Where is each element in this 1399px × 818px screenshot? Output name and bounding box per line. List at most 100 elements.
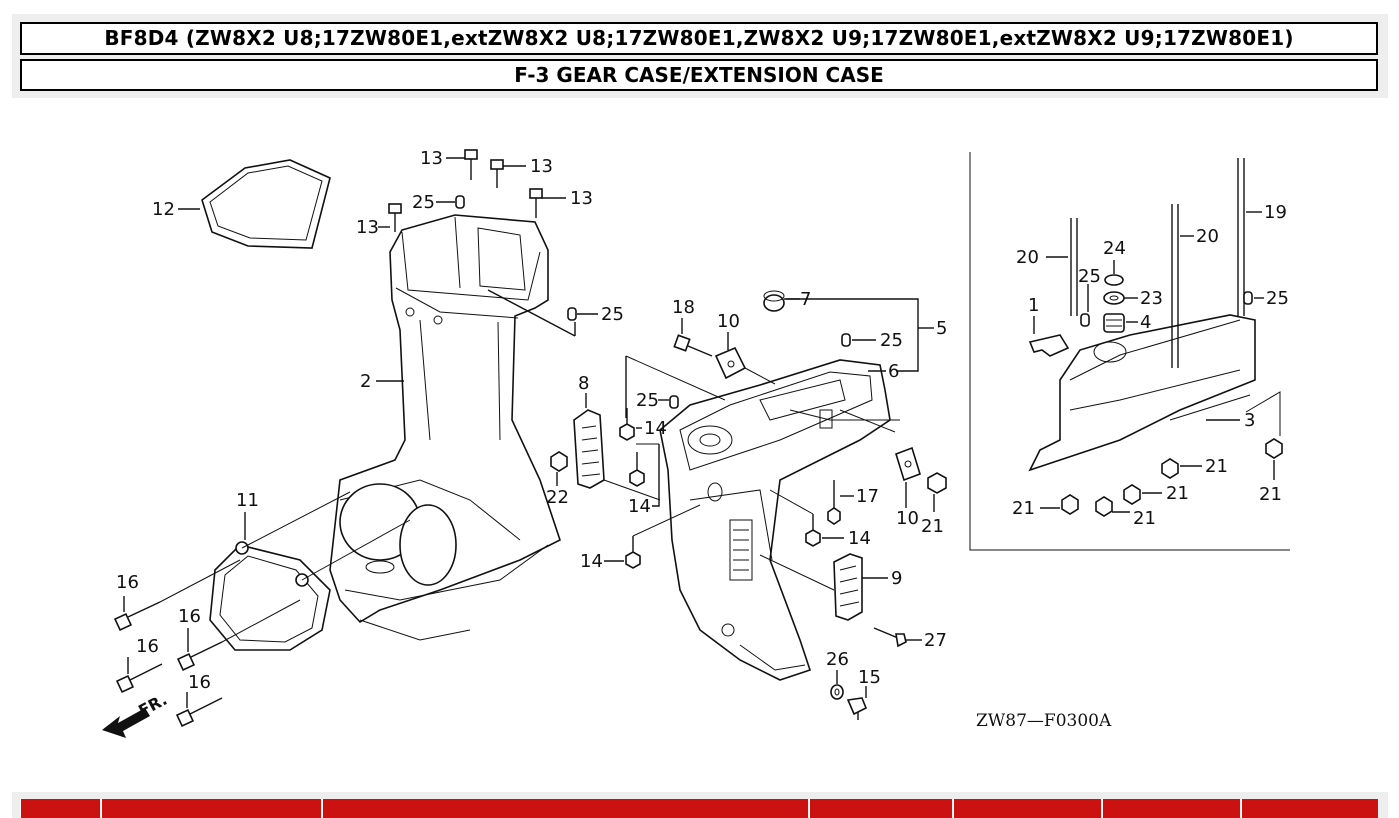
stud-part-20-b: [1171, 204, 1179, 368]
callout-10a: 10: [717, 311, 740, 332]
callout-4: 4: [1140, 312, 1151, 333]
stud-part-19: [1237, 158, 1245, 316]
callout-16c: 16: [178, 606, 201, 627]
bushing-part-4: [1103, 313, 1125, 333]
callout-1: 1: [1028, 295, 1039, 316]
bolt-14-a: [619, 408, 635, 441]
guide-16a: [159, 559, 241, 603]
washer-part-23: [1103, 291, 1125, 305]
bolt-14-d: [805, 514, 821, 547]
callout-21a: 21: [1205, 456, 1228, 477]
section-title: F-3 GEAR CASE/EXTENSION CASE: [20, 59, 1378, 91]
stud-part-17: [827, 480, 841, 525]
callout-8: 8: [578, 373, 589, 394]
footer-tab-3[interactable]: [322, 799, 808, 818]
bolt-14-c: [625, 536, 641, 569]
callout-25b: 25: [601, 304, 624, 325]
pad-part-10-a: [714, 346, 747, 380]
leader-3-bracket: [1245, 391, 1281, 436]
guide-10a: [744, 367, 776, 385]
bolt-16-b: [115, 663, 163, 694]
clip-part-1: [1028, 334, 1070, 357]
nut-part-21-d: [1061, 494, 1079, 515]
callout-2: 2: [360, 371, 371, 392]
callout-12: 12: [152, 199, 175, 220]
nut-part-24: [1104, 274, 1124, 286]
bolt-16-d: [175, 697, 223, 728]
nut-part-21-b: [1123, 484, 1141, 505]
gear-case-part-6: [659, 359, 900, 681]
guide-9: [759, 554, 835, 591]
callout-25d: 25: [636, 390, 659, 411]
callout-13b: 13: [530, 156, 553, 177]
guide-16c: [221, 599, 301, 643]
guide-11b: [301, 519, 411, 581]
callout-13c: 13: [570, 188, 593, 209]
callout-21c: 21: [1133, 508, 1156, 529]
guide-14c: [632, 504, 701, 537]
callout-14d: 14: [848, 528, 871, 549]
leader-14b: [652, 444, 660, 507]
drawing-code: ZW87—F0300A: [976, 711, 1112, 731]
callout-13a: 13: [420, 148, 443, 169]
guide-8: [603, 479, 661, 501]
nut-part-22: [550, 451, 568, 472]
pad-part-10-b: [895, 446, 921, 482]
leader-25b-to-case: [487, 289, 576, 337]
callout-16d: 16: [188, 672, 211, 693]
nut-part-21-a: [1161, 458, 1179, 479]
callout-19: 19: [1264, 202, 1287, 223]
callout-21f: 21: [921, 516, 944, 537]
bolt-13-b: [490, 159, 504, 188]
callout-23: 23: [1140, 288, 1163, 309]
callout-7: 7: [800, 289, 811, 310]
callout-25f: 25: [1266, 288, 1289, 309]
washer-part-26: [830, 684, 844, 700]
nut-part-21-f: [927, 472, 947, 494]
callout-21d: 21: [1012, 498, 1035, 519]
callout-27: 27: [924, 630, 947, 651]
extension-case-part-2: [329, 214, 561, 641]
guide-14-a: [625, 355, 726, 401]
screen-part-9: [833, 553, 863, 621]
callout-15: 15: [858, 667, 881, 688]
nut-part-21-c: [1095, 496, 1113, 517]
dowel-25-f: [1243, 291, 1253, 305]
dowel-25-e: [1080, 313, 1090, 327]
callout-10b: 10: [896, 508, 919, 529]
bolt-part-18: [673, 334, 713, 357]
callout-21e: 21: [1259, 484, 1282, 505]
callout-16b: 16: [136, 636, 159, 657]
footer-tab-1[interactable]: [20, 799, 100, 818]
footer-tab-2[interactable]: [101, 799, 321, 818]
collar-part-7: [763, 290, 785, 312]
guide-11a: [241, 491, 351, 549]
callout-18: 18: [672, 297, 695, 318]
bolt-13-a: [464, 149, 478, 180]
footer-tab-4[interactable]: [809, 799, 952, 818]
footer-tab-7[interactable]: [1241, 799, 1378, 818]
callout-24: 24: [1103, 238, 1126, 259]
callout-14a: 14: [644, 418, 667, 439]
callout-22: 22: [546, 487, 569, 508]
bolt-16-c: [176, 641, 223, 672]
bolt-14-b: [629, 452, 645, 487]
callout-14b: 14: [628, 496, 651, 517]
callout-21b: 21: [1166, 483, 1189, 504]
bolt-16-a: [113, 601, 161, 632]
callout-20a: 20: [1016, 247, 1039, 268]
screw-part-27: [873, 627, 907, 648]
gasket-part-12: [201, 159, 331, 249]
footer-tab-5[interactable]: [953, 799, 1101, 818]
model-title: BF8D4 (ZW8X2 U8;17ZW80E1,extZW8X2 U8;17Z…: [20, 22, 1378, 55]
screen-part-8: [573, 409, 605, 489]
footer-tab-6[interactable]: [1102, 799, 1240, 818]
callout-14c: 14: [580, 551, 603, 572]
dowel-25-b: [567, 307, 577, 321]
callout-13d: 13: [356, 217, 379, 238]
callout-25e: 25: [1078, 266, 1101, 287]
dowel-25-d: [669, 395, 679, 409]
front-direction-arrow: FR.: [102, 690, 170, 738]
bolt-13-c: [529, 188, 543, 218]
dowel-25-a: [455, 195, 465, 209]
